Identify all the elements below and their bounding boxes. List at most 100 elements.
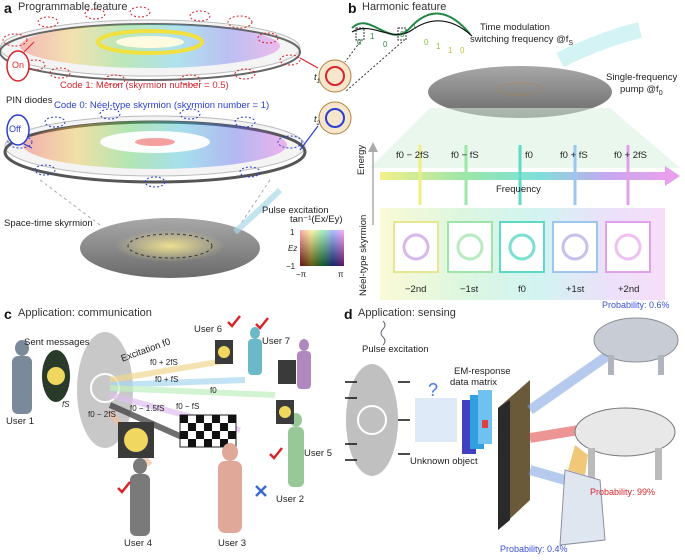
checkerboard [179,414,237,448]
meron-red-markers [2,6,301,86]
user-7-label: User 7 [262,336,290,347]
user-2-label: User 2 [276,494,304,505]
beam-0-label: f0 [210,386,217,395]
user-screens [118,340,296,458]
code1-label: Code 1: Meron (skyrmion number = 0.5) [60,80,229,91]
freq-label-plus1: f0 + fS [560,150,588,161]
bit-0: 0 [357,38,362,47]
colorbar-ez: Ez [288,244,298,253]
incident-arrows [345,381,410,461]
frequency-axis [380,166,680,186]
user-5-label: User 5 [304,448,332,459]
code0-label: Code 0: Néel-type skyrmion (skyrmion num… [54,100,270,111]
pin-diodes-label: PIN diodes [6,95,53,106]
unknown-object-label: Unknown object [410,456,478,467]
pulse-excitation-beam [233,187,283,235]
beam-plus2-label: f0 + 2fS [150,358,178,367]
neural-network-chip [498,380,530,530]
pump-label: pump @f0 [620,84,663,97]
harmonic-light-cone [370,108,680,168]
panel-d-letter: d [344,306,353,322]
fs-label: fS [62,400,70,409]
bit-8: 0 [460,46,465,55]
panel-d-title: Application: sensing [358,307,456,319]
question-mark: ? [428,380,439,400]
freq-label-plus2: f0 + 2fS [614,150,648,161]
order-plus1: +1st [566,284,585,295]
colorbar-pi-neg: −π [296,270,307,279]
coding-unit-t1 [318,59,352,93]
bit-7: 1 [448,46,453,55]
beam-minus2-label: f0 − 2fS [88,410,116,419]
bit-4: 1 [412,22,417,31]
panel-b-title: Harmonic feature [362,1,447,13]
prob-cow-label: Probability: 99% [590,487,656,497]
em-data-matrix [462,390,492,454]
order-minus2: −2nd [405,284,427,295]
animal-pig [593,317,679,375]
energy-axis [368,142,378,225]
panel-a-title: Programmable feature [18,1,128,13]
message-tablet [42,350,70,402]
user-6-label: User 6 [194,324,222,335]
bit-6: 1 [436,42,441,51]
panel-a-letter: a [4,0,12,16]
colorbar [300,230,344,266]
order-minus1: −1st [460,284,479,295]
pulse-excitation-d-label: Pulse excitation [362,344,429,355]
a-to-b-arrows [299,57,319,151]
time-modulation-label: Time modulation [480,22,550,33]
freq-label-0: f0 [525,150,533,161]
colorbar-title: tan⁻¹(Ex/Ey) [290,214,343,225]
neel-field-panel [380,208,665,300]
off-label: Off [9,124,21,134]
beam-minus1p5-label: f0 − 1.5fS [130,404,165,413]
freq-label-minus2: f0 − 2fS [396,150,430,161]
panel-b-letter: b [348,0,357,16]
user-figures [12,327,311,536]
neel-metasurface [3,115,307,184]
user-4-label: User 4 [124,538,152,549]
neel-axis-label: Néel-type skyrmion [358,214,369,296]
single-frequency-label: Single-frequency [606,72,678,83]
prob-horse-label: Probability: 0.4% [500,544,568,554]
colorbar-min: −1 [286,262,296,271]
user-3-label: User 3 [218,538,246,549]
check-marks [117,315,283,494]
pulse-excitation-label: Pulse excitation [262,205,329,216]
data-matrix-label: data matrix [450,377,497,388]
order-0: f0 [518,284,526,295]
bit-1: 1 [370,32,375,41]
t1-label: t1 [314,72,320,85]
harmonic-arrows [418,145,630,205]
meron-metasurface [0,19,301,81]
sensing-metasurface [346,320,398,476]
on-indicator [6,41,35,82]
switch-frequency-label: switching frequency @fS [470,34,574,47]
pump-beam [556,22,642,68]
animal-horse [559,445,606,546]
panel-c-letter: c [4,306,12,322]
harmonic-metasurface-disk [428,66,612,118]
energy-axis-label: Energy [356,144,367,175]
order-plus2: +2nd [618,284,640,295]
beam-plus1-label: f0 + fS [155,375,179,384]
bit-3: 0 [400,30,405,39]
cross-mark [255,485,267,497]
animal-cow [574,407,676,480]
prob-pig-label: Probability: 0.6% [602,300,670,310]
bit-5: 0 [424,38,429,47]
time-modulation-waveform [344,12,473,93]
beam-minus1-label: f0 − fS [176,402,200,411]
neel-blue-markers [7,108,303,188]
coding-unit-t2 [318,101,352,135]
spacetime-label: Space-time skyrmion [4,218,93,229]
em-response-label: EM-response [454,366,511,377]
freq-label-minus1: f0 − fS [451,150,479,161]
bit-2: 0 [383,40,388,49]
user-1-label: User 1 [6,416,34,427]
unknown-object-cube [415,398,457,442]
off-indicator [6,114,33,149]
t2-label: t2 [314,114,320,127]
spacetime-disk [39,179,271,278]
